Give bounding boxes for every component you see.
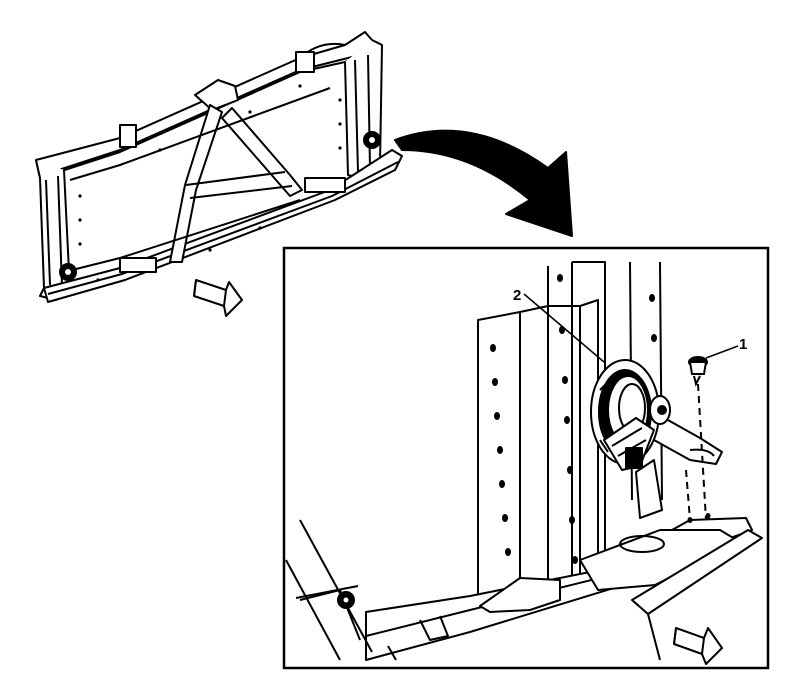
curved-zoom-arrow-icon	[394, 129, 573, 237]
horn	[590, 359, 671, 471]
front-direction-arrow-icon	[193, 279, 243, 317]
fastener	[688, 356, 708, 387]
callout-leaders	[523, 293, 739, 363]
front-direction-arrow-icon	[673, 627, 723, 665]
overview-bolt-holes	[78, 84, 342, 282]
radiator-support-overview	[35, 31, 403, 303]
detail-mounting-holes	[490, 274, 711, 564]
detail-view	[285, 261, 763, 661]
callout-1-label: 1	[739, 336, 747, 353]
callout-2-label: 2	[513, 287, 521, 304]
installation-centerlines	[685, 383, 707, 521]
